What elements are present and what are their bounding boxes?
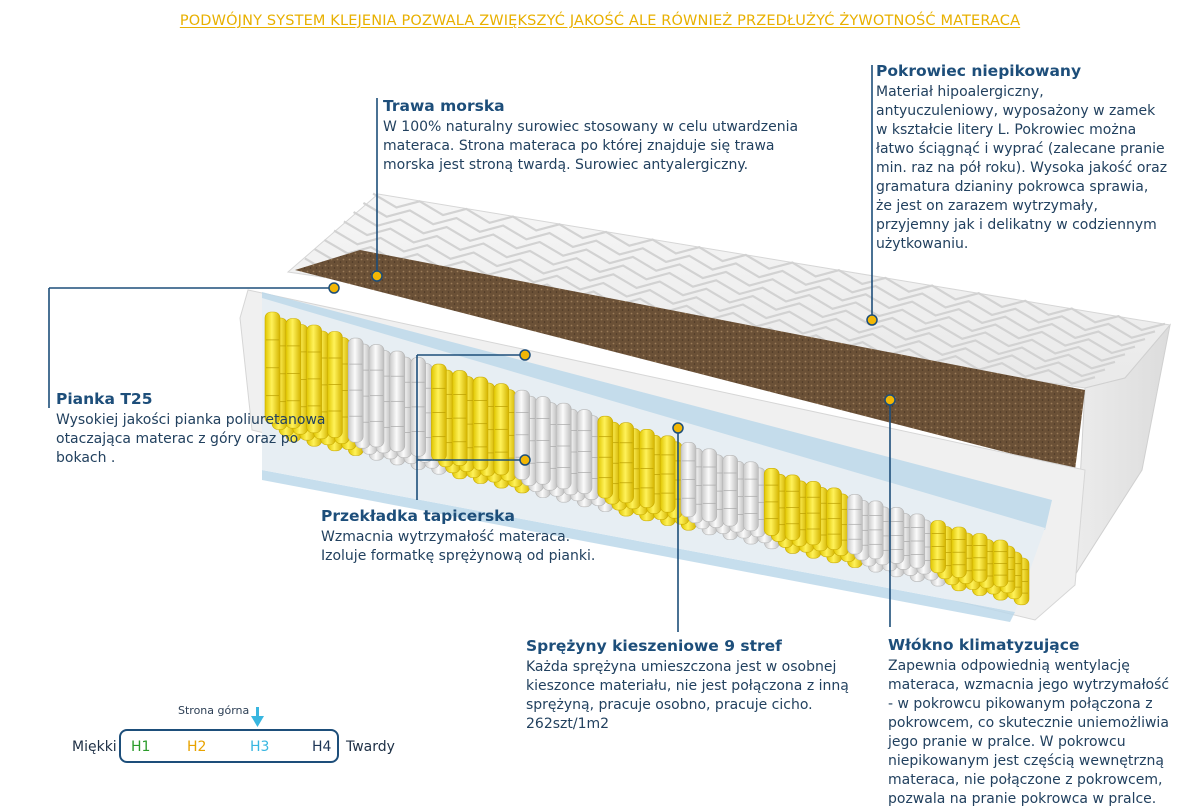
quilt-line bbox=[323, 238, 1116, 370]
callout-title: Trawa morska bbox=[383, 97, 505, 115]
pocket-springs bbox=[264, 311, 1030, 606]
callout-title: Przekładka tapicerska bbox=[321, 507, 515, 525]
dot-wlokno bbox=[884, 394, 896, 406]
headline: PODWÓJNY SYSTEM KLEJENIA POZWALA ZWIĘKSZ… bbox=[179, 13, 1021, 29]
legend-soft-label: Miękki bbox=[72, 739, 117, 755]
firmness-h3: H3 bbox=[250, 739, 270, 755]
quilt-line bbox=[362, 201, 1156, 339]
callout-text: Każda sprężyna umieszczona jest w osobne… bbox=[526, 659, 849, 732]
coconut-layer bbox=[295, 250, 1085, 470]
callout-trawa-morska: Trawa morska W 100% naturalny surowiec s… bbox=[383, 97, 823, 175]
quilt-line bbox=[333, 229, 1126, 362]
callout-title: Sprężyny kieszeniowe 9 stref bbox=[526, 637, 782, 655]
callout-pokrowiec: Pokrowiec niepikowany Materiał hipoalerg… bbox=[876, 62, 1168, 254]
callout-text: Zapewnia odpowiednią wentylację materaca… bbox=[888, 658, 1170, 807]
firmness-h2: H2 bbox=[187, 739, 207, 755]
firmness-h4: H4 bbox=[312, 739, 332, 755]
legend-hard-label: Twardy bbox=[346, 739, 395, 755]
dot-trawa bbox=[371, 270, 383, 282]
dot-przekladka-top bbox=[519, 349, 531, 361]
callout-wlokno: Włókno klimatyzujące Zapewnia odpowiedni… bbox=[888, 636, 1178, 809]
callout-sprezyny: Sprężyny kieszeniowe 9 stref Każda spręż… bbox=[526, 637, 856, 734]
quilt-line bbox=[343, 220, 1136, 355]
callout-text: Wzmacnia wytrzymałość materaca. Izoluje … bbox=[321, 529, 596, 564]
dot-pokrowiec bbox=[866, 314, 878, 326]
callout-title: Pokrowiec niepikowany bbox=[876, 62, 1082, 80]
callout-text: Materiał hipoalergiczny, antyuczuleniowy… bbox=[876, 84, 1168, 252]
dot-pianka bbox=[328, 282, 340, 294]
quilt-line bbox=[372, 192, 1166, 332]
callout-pianka: Pianka T25 Wysokiej jakości pianka poliu… bbox=[56, 390, 336, 468]
leader-pianka bbox=[48, 287, 334, 408]
callout-przekladka: Przekładka tapicerska Wzmacnia wytrzymał… bbox=[321, 507, 611, 566]
legend-caption: Strona górna bbox=[178, 704, 250, 717]
leader-przekladka bbox=[416, 354, 525, 500]
legend-arrow-icon bbox=[251, 707, 264, 727]
fibre-layer bbox=[262, 292, 1052, 530]
callout-text: W 100% naturalny surowiec stosowany w ce… bbox=[383, 119, 799, 173]
fibre-layer-bottom bbox=[262, 470, 1015, 622]
callout-title: Włókno klimatyzujące bbox=[888, 636, 1080, 654]
firmness-h1: H1 bbox=[131, 739, 151, 755]
dot-sprezyny bbox=[672, 422, 684, 434]
callout-title: Pianka T25 bbox=[56, 390, 153, 408]
callout-text: Wysokiej jakości pianka poliuretanowa ot… bbox=[56, 412, 326, 466]
firmness-scale bbox=[119, 729, 339, 763]
quilt-line bbox=[353, 211, 1146, 347]
dot-przekladka-bottom bbox=[519, 454, 531, 466]
